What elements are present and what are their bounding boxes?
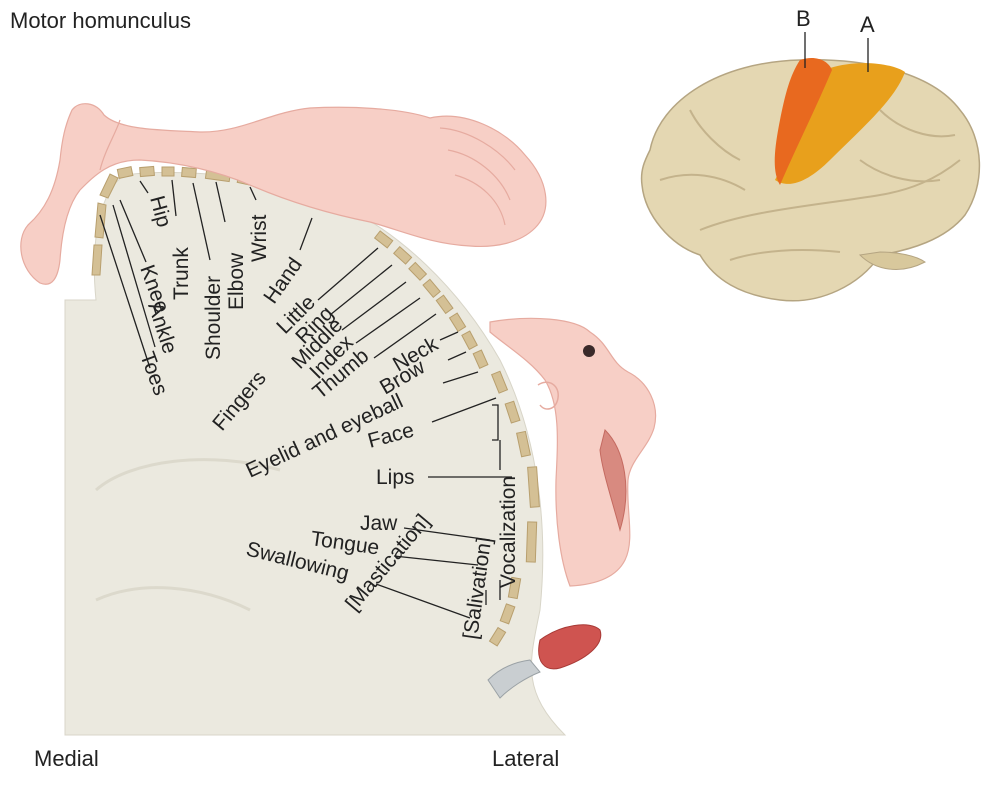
- inset-label-a: A: [860, 12, 875, 37]
- label-wrist: Wrist: [248, 214, 271, 262]
- inset-label-b: B: [796, 6, 811, 31]
- label-lips: Lips: [376, 466, 415, 489]
- brain-inset: B A: [642, 6, 980, 301]
- label-elbow: Elbow: [225, 252, 248, 310]
- homunculus-tongue: [539, 625, 601, 669]
- homunculus-eye: [583, 345, 595, 357]
- label-trunk: Trunk: [170, 247, 193, 300]
- label-vocalization: Vocalization: [497, 476, 520, 588]
- brain-section: [65, 172, 565, 735]
- label-jaw: Jaw: [360, 512, 398, 535]
- label-shoulder: Shoulder: [202, 276, 225, 360]
